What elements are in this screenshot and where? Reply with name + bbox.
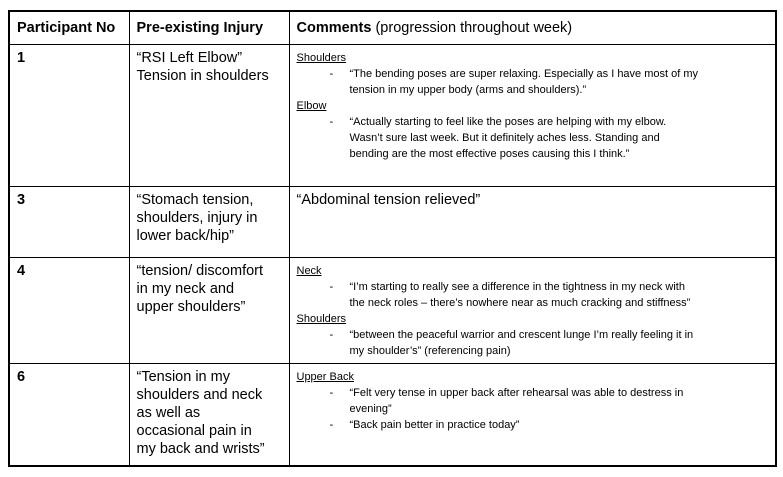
- comment-bullet: - “between the peaceful warrior and cresc…: [297, 327, 769, 359]
- participant-number: 1: [17, 49, 26, 66]
- comment-section-heading: Neck: [296, 264, 322, 277]
- bullet-text: “Felt very tense in upper back after reh…: [349, 386, 684, 415]
- comment-bullet: - “I’m starting to really see a differenc…: [297, 279, 769, 311]
- header-pre-existing-injury: Pre-existing Injury: [128, 10, 290, 45]
- comment-bullet: - “Felt very tense in upper back after re…: [297, 385, 769, 417]
- table-row: 1 “RSI Left Elbow” Tension in shoulders Sh…: [8, 43, 777, 187]
- injury-text: “tension/ discomfort in my neck and uppe…: [136, 262, 264, 315]
- comment-bullet: - “The bending poses are super relaxing. …: [297, 66, 769, 98]
- bullet-text: “I’m starting to really see a difference…: [349, 280, 691, 309]
- injury-text: “Tension in my shoulders and neck as wel…: [136, 368, 265, 457]
- injury-cell: “tension/ discomfort in my neck and uppe…: [128, 256, 290, 364]
- header-comments-note: (progression throughout week): [371, 20, 573, 36]
- bullet-text: “Back pain better in practice today”: [349, 418, 520, 431]
- participant-table: Participant No Pre-existing Injury Comme…: [8, 10, 777, 467]
- comment-section-heading: Upper Back: [296, 370, 354, 383]
- table-row: 3 “Stomach tension, shoulders, injury in …: [8, 185, 777, 258]
- comment-bullet: - “Back pain better in practice today”: [297, 417, 769, 433]
- header-comments: Comments (progression throughout week): [288, 10, 777, 45]
- bullet-marker: -: [329, 328, 334, 341]
- comment-section-heading: Elbow: [296, 99, 327, 112]
- participant-cell: 1: [8, 43, 130, 187]
- injury-text: “Stomach tension, shoulders, injury in l…: [136, 191, 258, 244]
- table-row: 4 “tension/ discomfort in my neck and upp…: [8, 256, 777, 364]
- header-participant-no-label: Participant No: [17, 20, 116, 36]
- participant-number: 6: [17, 368, 26, 385]
- participant-cell: 6: [8, 362, 130, 467]
- participant-number: 4: [17, 262, 26, 279]
- participant-cell: 4: [8, 256, 130, 364]
- participant-number: 3: [17, 191, 26, 208]
- header-comments-label: Comments: [296, 20, 372, 36]
- bullet-text: “between the peaceful warrior and cresce…: [349, 328, 694, 357]
- comments-cell: Shoulders - “The bending poses are super r…: [288, 43, 777, 187]
- injury-cell: “Tension in my shoulders and neck as wel…: [128, 362, 290, 467]
- comments-cell: “Abdominal tension relieved”: [288, 185, 777, 258]
- table-row: 6 “Tension in my shoulders and neck as we…: [8, 362, 777, 467]
- bullet-marker: -: [329, 280, 334, 293]
- bullet-marker: -: [329, 67, 334, 80]
- injury-text: “RSI Left Elbow” Tension in shoulders: [136, 49, 269, 84]
- comment-bullet: - “Actually starting to feel like the pos…: [297, 114, 769, 162]
- bullet-text: “Actually starting to feel like the pose…: [349, 115, 667, 160]
- bullet-marker: -: [329, 115, 334, 128]
- bullet-text: “The bending poses are super relaxing. E…: [349, 67, 699, 96]
- participant-cell: 3: [8, 185, 130, 258]
- bullet-marker: -: [329, 386, 334, 399]
- comment-section-heading: Shoulders: [296, 51, 347, 64]
- comment-section-heading: Shoulders: [296, 312, 347, 325]
- injury-cell: “RSI Left Elbow” Tension in shoulders: [128, 43, 290, 187]
- comments-cell: Upper Back - “Felt very tense in upper bac…: [288, 362, 777, 467]
- injury-cell: “Stomach tension, shoulders, injury in l…: [128, 185, 290, 258]
- header-row: Participant No Pre-existing Injury Comme…: [8, 10, 777, 45]
- comment-plain: “Abdominal tension relieved”: [296, 191, 481, 208]
- header-participant-no: Participant No: [8, 10, 130, 45]
- comments-cell: Neck-“I’m starting to really see a diffe…: [288, 256, 777, 364]
- header-pre-existing-injury-label: Pre-existing Injury: [136, 20, 264, 36]
- bullet-marker: -: [329, 418, 334, 431]
